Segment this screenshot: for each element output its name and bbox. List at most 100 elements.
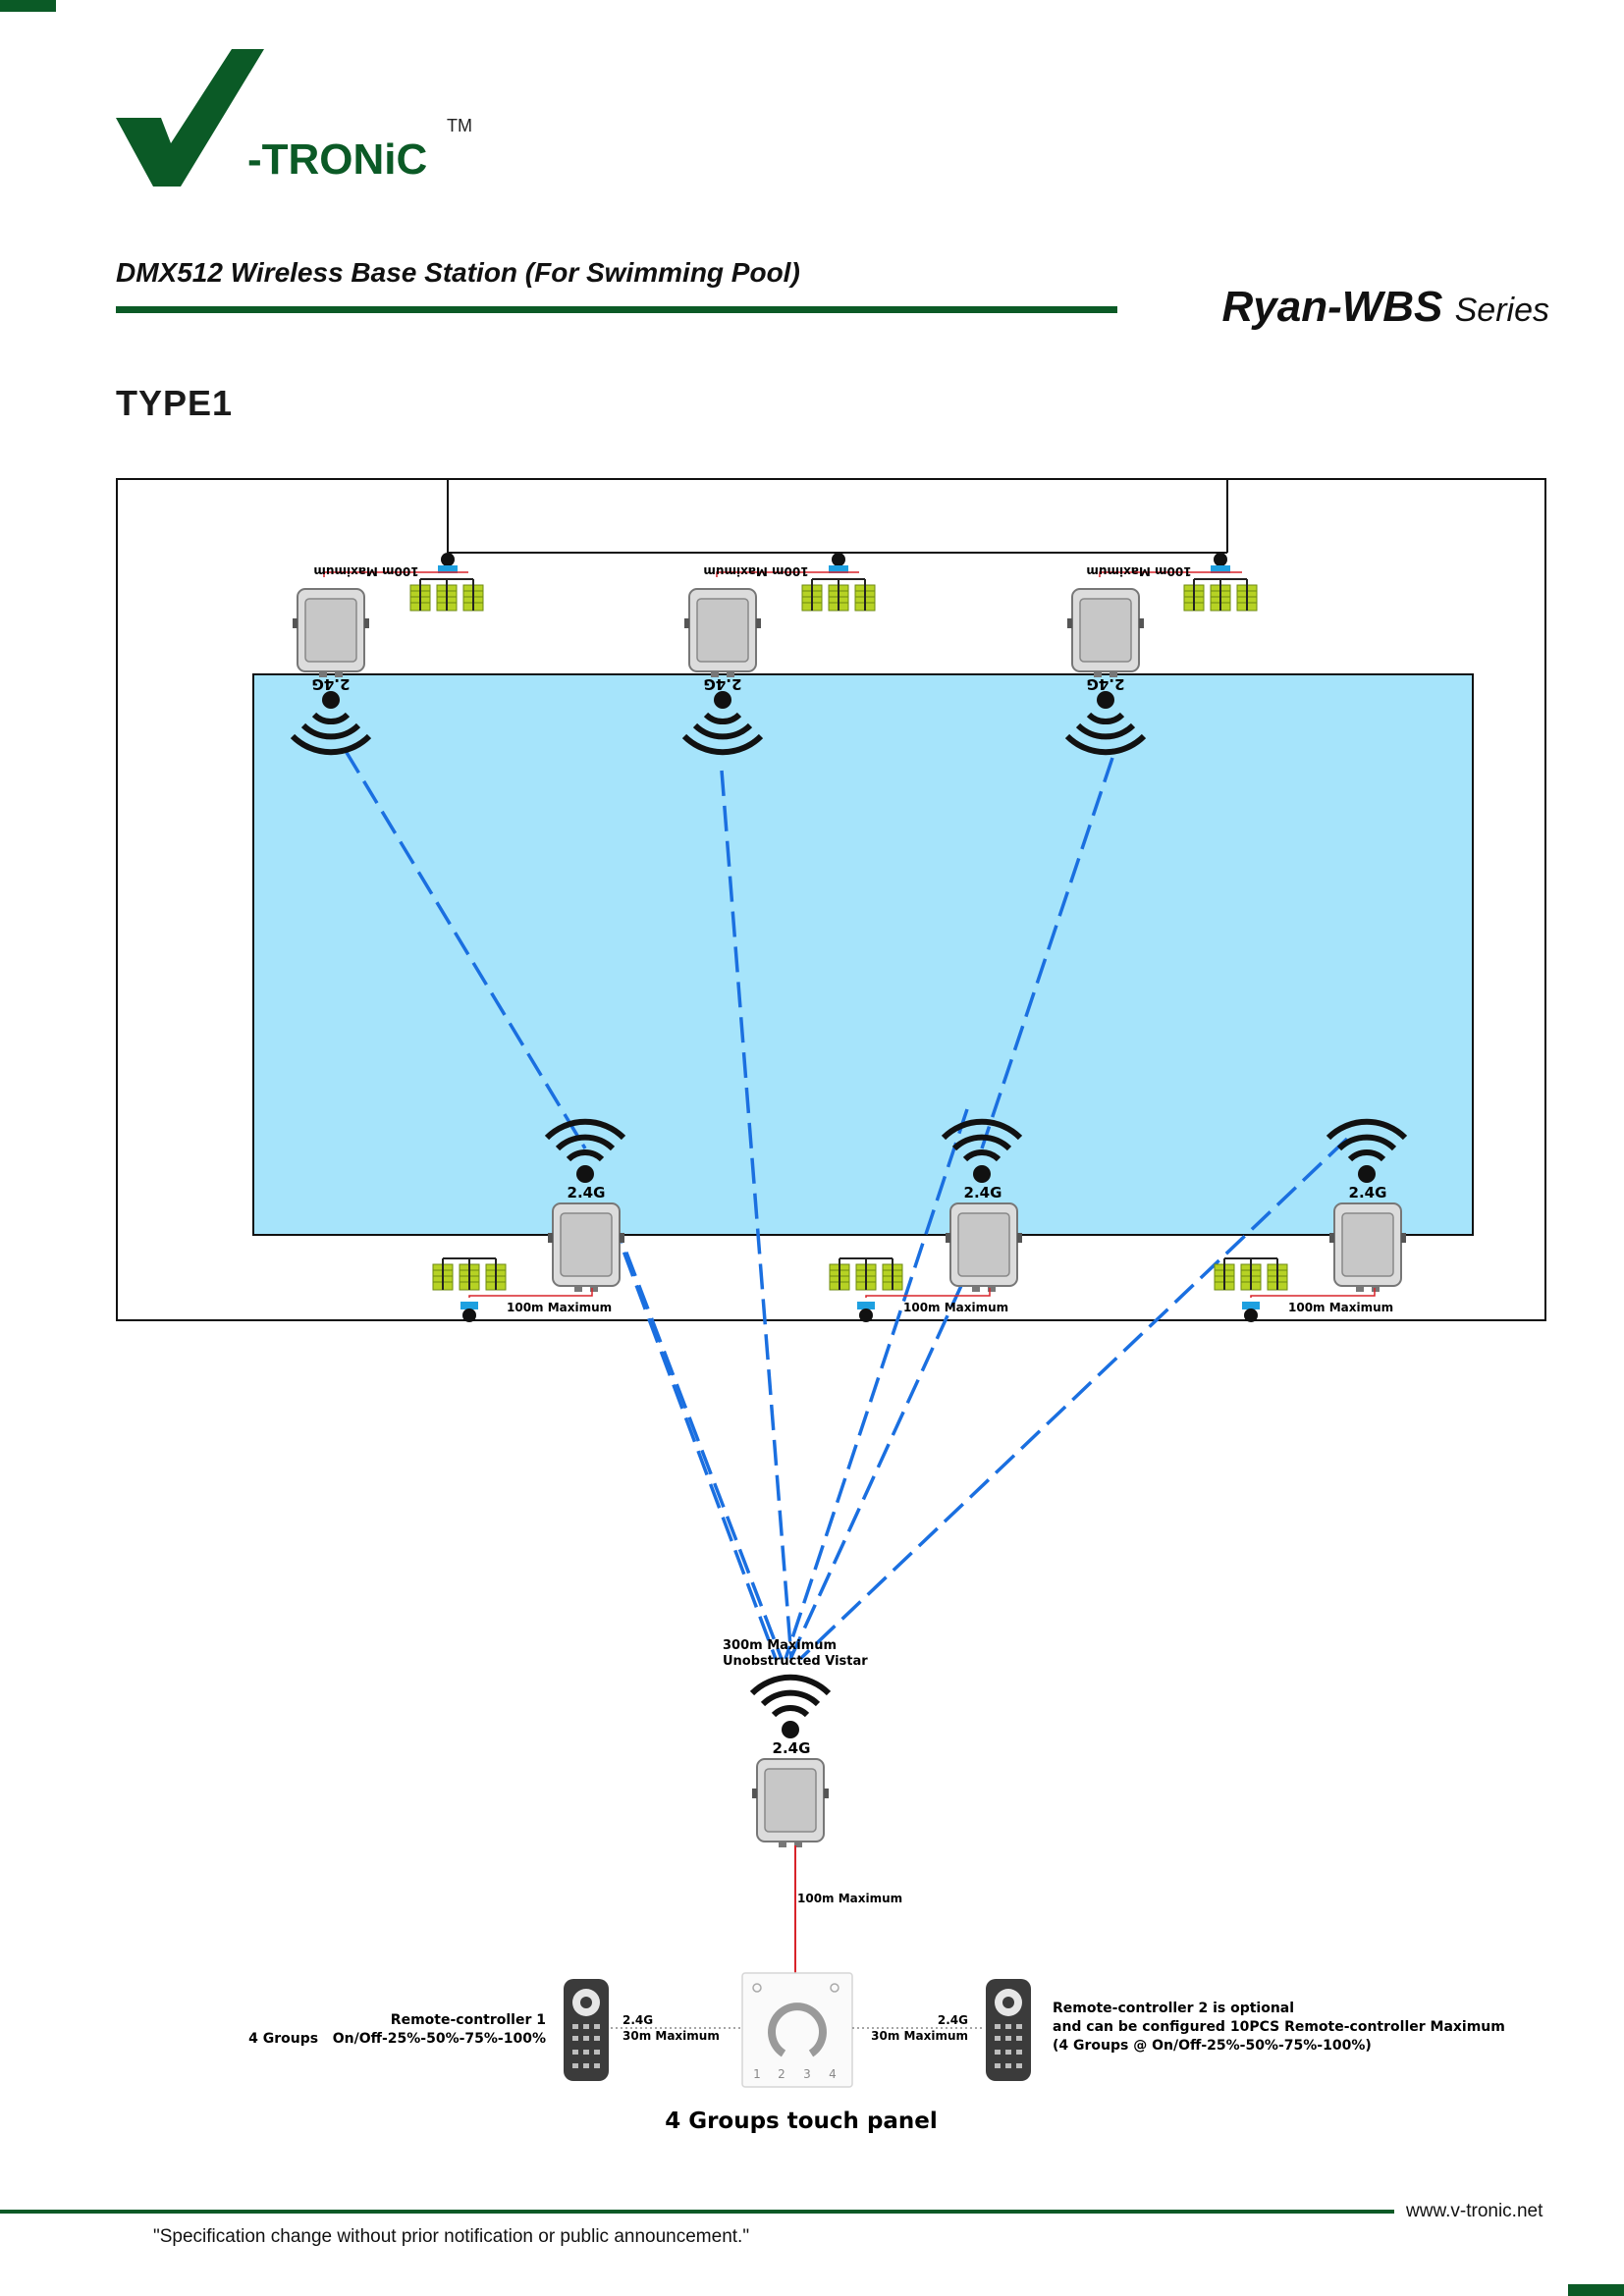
top-station-center: 100m Maximum 2.4G bbox=[684, 553, 875, 752]
corner-accent-top bbox=[0, 0, 56, 12]
cable bbox=[1250, 1288, 1376, 1298]
pool-light-group-icon bbox=[433, 1258, 506, 1290]
power-plug-icon bbox=[438, 565, 458, 573]
base-station-box-icon bbox=[945, 1202, 1023, 1293]
deck-frame bbox=[116, 478, 1546, 1321]
remote-controller-icon bbox=[986, 1979, 1031, 2081]
connector-node bbox=[832, 553, 845, 566]
remote-frequency-label: 2.4G bbox=[938, 2013, 968, 2027]
remote-controller-icon bbox=[564, 1979, 609, 2081]
power-plug-icon bbox=[1242, 1302, 1260, 1309]
cable bbox=[468, 1288, 593, 1298]
base-station-box-icon bbox=[683, 588, 762, 678]
document-title: DMX512 Wireless Base Station (For Swimmi… bbox=[116, 257, 800, 288]
cable-length-label: 100m Maximum bbox=[1288, 1301, 1393, 1314]
remote2-description-1: and can be configured 10PCS Remote-contr… bbox=[1053, 2019, 1505, 2035]
footer-rule bbox=[0, 2210, 1394, 2214]
wireless-link-line bbox=[784, 1108, 969, 1660]
title-underline bbox=[116, 306, 1117, 313]
frequency-label: 2.4G bbox=[1087, 675, 1125, 693]
frequency-label: 2.4G bbox=[312, 675, 351, 693]
series-suffix: Series bbox=[1454, 292, 1549, 329]
corner-accent-bottom bbox=[1568, 2284, 1624, 2296]
wireless-links bbox=[344, 750, 1349, 1661]
base-station-box-icon bbox=[1066, 588, 1145, 678]
cable bbox=[323, 571, 468, 577]
panel-number-4: 4 bbox=[829, 2067, 837, 2081]
wireless-link-line bbox=[980, 757, 1114, 1149]
series-bold: Ryan-WBS bbox=[1221, 283, 1443, 331]
bottom-station-right: 2.4G 100m Maximum bbox=[1215, 1122, 1406, 1322]
wireless-link-line bbox=[720, 770, 793, 1660]
connector-node bbox=[1244, 1308, 1258, 1322]
frequency-label: 2.4G bbox=[964, 1184, 1002, 1201]
hub-cable-label: 100m Maximum bbox=[797, 1892, 902, 1905]
panel-number-1: 1 bbox=[753, 2067, 761, 2081]
cable bbox=[1099, 571, 1242, 577]
cable-length-label: 100m Maximum bbox=[1086, 564, 1191, 578]
wireless-link-line bbox=[798, 1137, 1349, 1661]
cable-length-label: 100m Maximum bbox=[313, 564, 418, 578]
remote-frequency-label: 2.4G bbox=[623, 2013, 653, 2027]
connector-node bbox=[462, 1308, 476, 1322]
touch-panel-body bbox=[741, 1972, 853, 2088]
base-station-box-icon bbox=[1328, 1202, 1407, 1293]
pool-light-group-icon bbox=[802, 579, 875, 611]
top-station-left: 100m Maximum 2.4G bbox=[293, 553, 483, 752]
bottom-station-left: 2.4G 100m Maximum bbox=[433, 1122, 624, 1322]
base-station-box-icon bbox=[547, 1202, 625, 1293]
range-label-line1: 300m Maximum bbox=[723, 1638, 837, 1653]
cable-length-label: 100m Maximum bbox=[703, 564, 808, 578]
power-icon bbox=[830, 1983, 839, 1993]
wifi-signal-icon bbox=[752, 1678, 829, 1738]
base-station-box-icon bbox=[751, 1758, 830, 1848]
range-label-line2: Unobstructed Vistar bbox=[723, 1654, 868, 1669]
power-icon bbox=[752, 1983, 762, 1993]
cable-length-label: 100m Maximum bbox=[507, 1301, 612, 1314]
wireless-link-line bbox=[612, 1218, 784, 1660]
panel-number-3: 3 bbox=[803, 2067, 811, 2081]
power-plug-icon bbox=[460, 1302, 478, 1309]
hub-station: 300m Maximum Unobstructed Vistar 2.4G 10… bbox=[723, 1638, 902, 1975]
top-station-right: 100m Maximum 2.4G bbox=[1067, 553, 1257, 752]
base-station-box-icon bbox=[292, 588, 370, 678]
vtronic-checkmark-logo bbox=[116, 49, 264, 187]
power-plug-icon bbox=[857, 1302, 875, 1309]
wireless-link-line bbox=[610, 1218, 778, 1660]
series-name: Ryan-WBS Series bbox=[1221, 283, 1549, 332]
remote2-title: Remote-controller 2 is optional bbox=[1053, 2001, 1294, 2016]
remote-range-label: 30m Maximum bbox=[871, 2029, 968, 2043]
touch-panel: 1 2 3 4 4 Groups touch panel bbox=[665, 1972, 938, 2134]
pool-light-group-icon bbox=[830, 1258, 902, 1290]
top-power-wiring bbox=[447, 479, 1228, 564]
trademark-mark: TM bbox=[447, 116, 472, 135]
connector-node bbox=[1214, 553, 1227, 566]
remote-controller-2: 2.4G 30m Maximum Remote-controller 2 is … bbox=[852, 1979, 1505, 2081]
remote1-title: Remote-controller 1 bbox=[391, 2012, 546, 2028]
brand-name: -TRONiC bbox=[247, 135, 428, 184]
wireless-link-line bbox=[788, 1218, 994, 1660]
cable bbox=[716, 571, 859, 577]
pool-light-group-icon bbox=[410, 579, 483, 611]
remote1-description: 4 Groups On/Off-25%-50%-75%-100% bbox=[248, 2031, 546, 2047]
remote2-description-2: (4 Groups @ On/Off-25%-50%-75%-100%) bbox=[1053, 2038, 1372, 2054]
disclaimer-text: "Specification change without prior noti… bbox=[153, 2226, 750, 2247]
power-plug-icon bbox=[829, 565, 848, 573]
remote-controller-1: 2.4G 30m Maximum Remote-controller 1 4 G… bbox=[248, 1979, 742, 2081]
pool-light-group-icon bbox=[1215, 1258, 1287, 1290]
pool-light-group-icon bbox=[1184, 579, 1257, 611]
connector-node bbox=[859, 1308, 873, 1322]
remote-range-label: 30m Maximum bbox=[623, 2029, 720, 2043]
bottom-station-center: 2.4G 100m Maximum bbox=[830, 1122, 1023, 1322]
dimmer-ring-icon bbox=[768, 2002, 827, 2057]
cable bbox=[865, 1288, 991, 1298]
connector-node bbox=[441, 553, 455, 566]
swimming-pool bbox=[252, 673, 1474, 1236]
wireless-link-line bbox=[344, 750, 587, 1149]
panel-caption: 4 Groups touch panel bbox=[665, 2109, 938, 2134]
frequency-label: 2.4G bbox=[1349, 1184, 1387, 1201]
website-link[interactable]: www.v-tronic.net bbox=[1406, 2201, 1543, 2221]
power-plug-icon bbox=[1211, 565, 1230, 573]
panel-number-2: 2 bbox=[778, 2067, 785, 2081]
